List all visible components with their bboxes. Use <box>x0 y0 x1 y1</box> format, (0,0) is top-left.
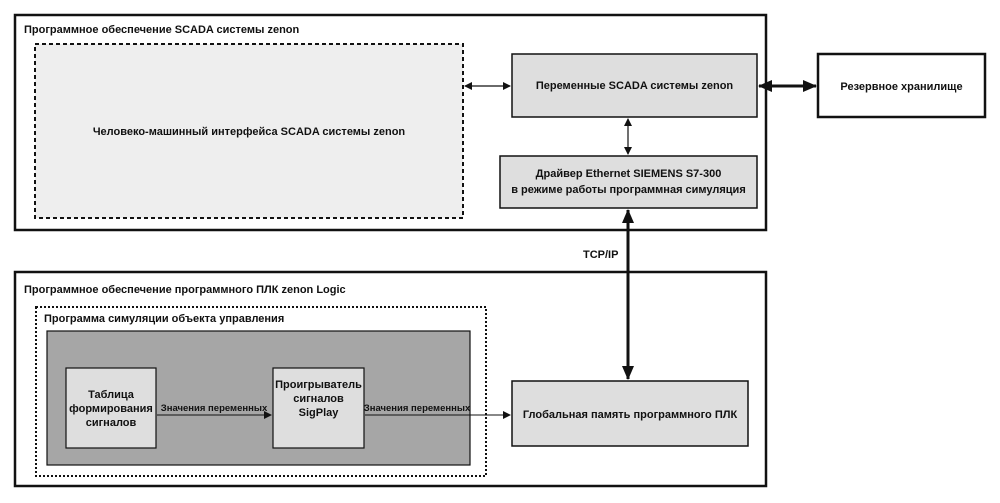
player-to-memory-label: Значения переменных <box>364 403 471 414</box>
signal-table-line2: формирования <box>69 403 153 415</box>
signal-player-line1: Проигрыватель <box>275 379 362 391</box>
tcpip-label: TCP/IP <box>583 249 618 261</box>
table-to-player-label: Значения переменных <box>161 403 268 414</box>
scada-frame-title: Программное обеспечение SCADA системы ze… <box>24 24 300 36</box>
plc-global-memory-box: Глобальная память программного ПЛК <box>511 380 749 447</box>
signal-player-box: Проигрыватель сигналов SigPlay <box>272 367 365 449</box>
plc-frame-title: Программное обеспечение программного ПЛК… <box>24 284 346 296</box>
scada-variables-label: Переменные SCADA системы zenon <box>536 80 734 92</box>
signal-player-line3: SigPlay <box>299 407 340 419</box>
driver-label-line1: Драйвер Ethernet SIEMENS S7-300 <box>536 168 722 180</box>
signal-table-box: Таблица формирования сигналов <box>65 367 157 449</box>
signal-table-line3: сигналов <box>86 417 137 429</box>
signal-table-line1: Таблица <box>88 389 135 401</box>
driver-label-line2: в режиме работы программная симуляция <box>511 184 746 196</box>
simulation-program-title: Программа симуляции объекта управления <box>44 313 284 325</box>
backup-storage-box: Резервное хранилище <box>816 52 987 119</box>
plc-global-memory-label: Глобальная память программного ПЛК <box>523 409 738 421</box>
signal-player-line2: сигналов <box>293 393 344 405</box>
ethernet-driver-box: Драйвер Ethernet SIEMENS S7-300 в режиме… <box>499 155 758 209</box>
backup-storage-label: Резервное хранилище <box>840 81 962 93</box>
hmi-panel: Человеко-машинный интерфейса SCADA систе… <box>34 43 464 219</box>
scada-variables-box: Переменные SCADA системы zenon <box>511 53 758 118</box>
hmi-label: Человеко-машинный интерфейса SCADA систе… <box>93 126 406 138</box>
